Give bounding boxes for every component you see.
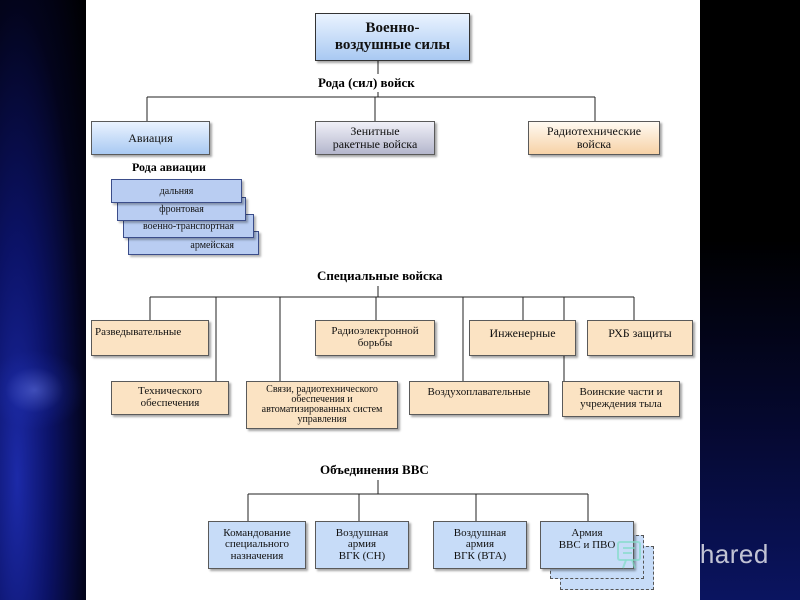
aviation-type-frontline-label: фронтовая — [159, 203, 204, 215]
special-aeronautical-label: Воздухоплавательные — [427, 386, 531, 398]
special-communications: Связи, радиотехнического обеспечения и а… — [246, 381, 398, 429]
special-rear-label: Воинские части и учреждения тыла — [579, 386, 663, 410]
watermark: Shared — [612, 532, 787, 576]
special-electronic-warfare: Радиоэлектронной борьбы — [315, 320, 435, 356]
special-rear: Воинские части и учреждения тыла — [562, 381, 680, 417]
formation-army: Армия ВВС и ПВО — [540, 521, 634, 569]
aviation-type-army-label: армейская — [190, 240, 234, 251]
formation-ksn-label: Командование специального назначения — [223, 526, 291, 562]
special-communications-label: Связи, радиотехнического обеспечения и а… — [261, 384, 383, 425]
special-aeronautical: Воздухоплавательные — [409, 381, 549, 415]
branch-zrv-label: Зенитные ракетные войска — [332, 124, 418, 151]
formation-army-label: Армия ВВС и ПВО — [558, 527, 616, 551]
formations-heading: Объединения ВВС — [320, 462, 429, 477]
background-left-glow — [0, 0, 86, 600]
background-right-glow — [700, 0, 800, 600]
slide-share-icon — [612, 534, 652, 574]
special-heading: Специальные войска — [317, 268, 443, 283]
formation-va-vgk-vta: Воздушная армия ВГК (ВТА) — [433, 521, 527, 569]
branch-rtv: Радиотехнические войска — [528, 121, 660, 155]
formation-va-vgk-vta-label: Воздушная армия ВГК (ВТА) — [453, 526, 507, 562]
special-rkhb: РХБ защиты — [587, 320, 693, 356]
connector-lines — [146, 61, 635, 521]
aviation-type-transport-label: военно-транспортная — [143, 220, 234, 232]
formation-ksn: Командование специального назначения — [208, 521, 306, 569]
branch-aviation: Авиация — [91, 121, 210, 155]
special-rkhb-label: РХБ защиты — [608, 326, 672, 340]
special-engineering-label: Инженерные — [489, 326, 556, 340]
special-technical-support-label: Технического обеспечения — [138, 385, 202, 409]
branch-zrv: Зенитные ракетные войска — [315, 121, 435, 155]
special-electronic-warfare-label: Радиоэлектронной борьбы — [331, 325, 419, 349]
slide: Военно- воздушные силы Рода (сил) войск … — [86, 0, 700, 600]
formation-va-vgk-sn: Воздушная армия ВГК (СН) — [315, 521, 409, 569]
branches-heading: Рода (сил) войск — [318, 75, 415, 90]
special-technical-support: Технического обеспечения — [111, 381, 229, 415]
background-light-streak — [0, 350, 86, 430]
branch-aviation-label: Авиация — [128, 130, 173, 145]
title-text: Военно- воздушные силы — [334, 19, 451, 53]
title-box: Военно- воздушные силы — [315, 13, 470, 61]
special-reconnaissance-label: Разведывательные — [95, 326, 182, 338]
aviation-type-long-range-label: дальняя — [159, 185, 194, 197]
watermark-text: Shared — [682, 538, 769, 569]
aviation-types-heading: Рода авиации — [132, 160, 206, 174]
aviation-type-long-range: дальняя — [111, 179, 242, 203]
special-engineering: Инженерные — [469, 320, 576, 356]
formation-va-vgk-sn-label: Воздушная армия ВГК (СН) — [335, 526, 389, 562]
branch-rtv-label: Радиотехнические войска — [546, 124, 642, 151]
special-reconnaissance: Разведывательные — [91, 320, 209, 356]
